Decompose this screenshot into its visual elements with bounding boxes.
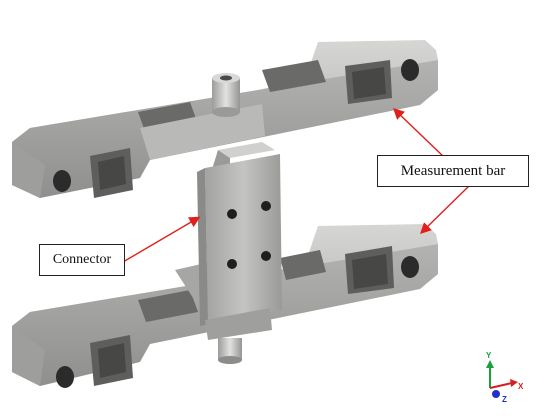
connector-arrow: [122, 216, 201, 263]
connector-hole-bottom-left: [227, 259, 237, 269]
connector-hole-bottom-right: [261, 251, 271, 261]
measurement-bar-arrow-lower: [419, 184, 471, 234]
top-threaded-stud: [212, 73, 240, 117]
connector-hole-top-left: [227, 209, 237, 219]
axis-x-line: [489, 382, 513, 389]
axis-z-label: Z: [502, 395, 507, 404]
callout-arrows: [122, 108, 471, 263]
upper-right-hole: [401, 59, 419, 81]
axis-x-label: X: [518, 382, 524, 391]
connector-label: Connector: [39, 244, 125, 276]
measurement-bar-arrow-upper: [392, 108, 446, 159]
measurement-bar-label: Measurement bar: [377, 155, 529, 187]
axis-y-label: Y: [486, 351, 492, 360]
lower-right-hole: [401, 256, 419, 278]
lower-left-hole: [56, 366, 74, 388]
upper-left-hole: [53, 170, 71, 192]
axis-z-marker: [492, 390, 500, 398]
connector-hole-top-right: [261, 201, 271, 211]
connector-block: [197, 142, 282, 364]
axis-triad: Y X Z: [486, 351, 524, 404]
upper-measurement-bar: [12, 40, 438, 198]
